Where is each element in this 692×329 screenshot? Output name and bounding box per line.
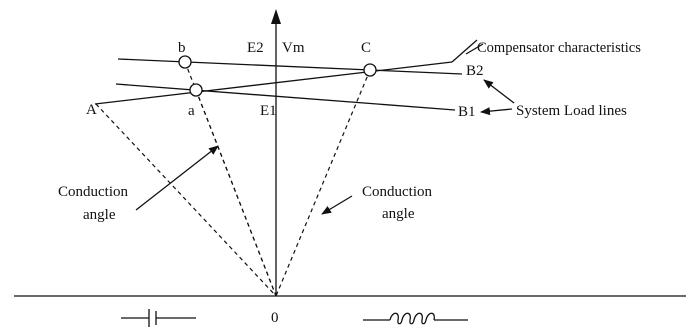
label-angle-right: angle bbox=[382, 206, 415, 222]
label-conduction-right: Conduction bbox=[362, 184, 432, 200]
label-conduction-left: Conduction bbox=[58, 184, 128, 200]
label-b1: B1 bbox=[458, 104, 476, 120]
label-b: b bbox=[178, 40, 186, 56]
system-load-line-upper bbox=[117, 58, 463, 75]
inductor-symbol bbox=[363, 312, 468, 325]
dashed-line-c bbox=[275, 69, 371, 297]
system-load-pointer-arrow-lower bbox=[480, 107, 513, 116]
label-a-prime: A bbox=[86, 102, 97, 118]
capacitor-symbol bbox=[121, 309, 196, 327]
label-e2: E2 bbox=[247, 40, 264, 56]
compensator-characteristic-line bbox=[94, 61, 453, 105]
conduction-left-arrow bbox=[135, 145, 219, 211]
conduction-right-arrow bbox=[321, 195, 353, 215]
vm-axis-arrowhead bbox=[271, 9, 281, 24]
compensator-pointer-arrow bbox=[465, 43, 484, 55]
compensator-characteristic-tail bbox=[451, 39, 478, 63]
system-load-pointer-arrow-upper bbox=[483, 79, 515, 104]
label-c: C bbox=[361, 40, 371, 56]
label-origin: 0 bbox=[271, 310, 279, 326]
label-b2: B2 bbox=[466, 63, 484, 79]
dashed-line-b bbox=[184, 61, 277, 297]
point-c bbox=[363, 63, 377, 77]
dashed-line-a-prime bbox=[95, 103, 277, 297]
label-system-load-lines: System Load lines bbox=[516, 103, 627, 119]
point-b bbox=[178, 55, 192, 69]
point-a bbox=[189, 83, 203, 97]
system-load-line-lower bbox=[115, 83, 456, 111]
label-vm: Vm bbox=[282, 40, 305, 56]
label-compensator-characteristics: Compensator characteristics bbox=[477, 40, 641, 56]
label-a: a bbox=[188, 103, 195, 119]
label-e1: E1 bbox=[260, 103, 277, 119]
label-angle-left: angle bbox=[83, 207, 116, 223]
